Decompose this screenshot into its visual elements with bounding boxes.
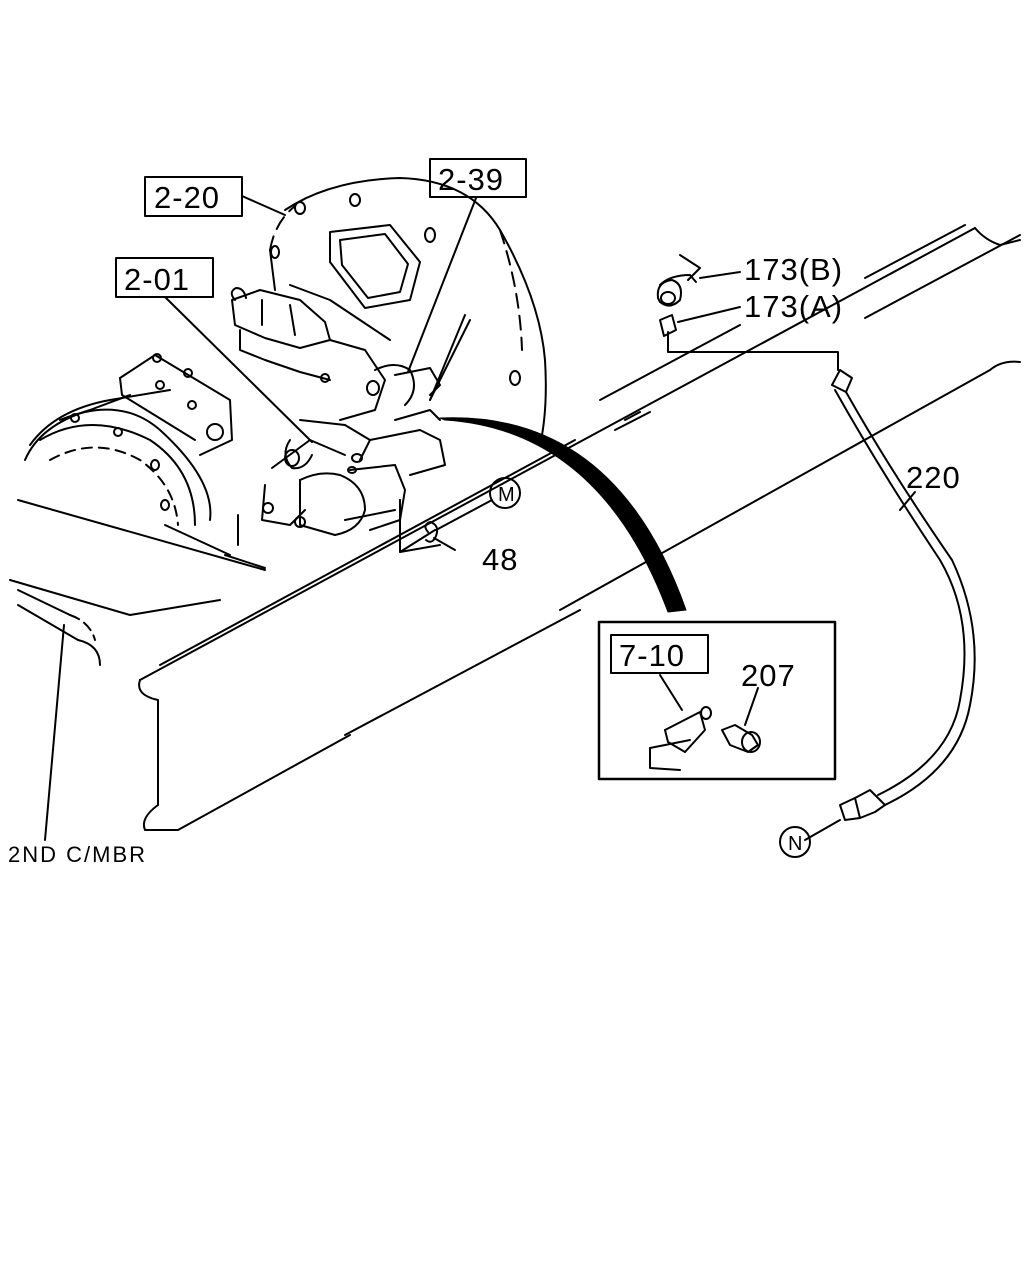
connector-circle-n xyxy=(779,826,811,858)
label-connector-m: M xyxy=(498,484,515,506)
clip-48 xyxy=(424,521,439,543)
callout-box-2-20 xyxy=(144,176,243,217)
callout-2-20: 2-20 xyxy=(154,180,220,215)
detail-box xyxy=(597,620,837,781)
callout-box-2-01 xyxy=(115,257,214,298)
bell-housing xyxy=(269,177,547,446)
callout-7-10: 7-10 xyxy=(619,638,685,673)
callout-2-39: 2-39 xyxy=(438,162,504,197)
callout-box-7-10 xyxy=(610,634,709,674)
callout-2-01: 2-01 xyxy=(124,262,190,297)
valve-assembly xyxy=(230,284,471,553)
hose-220 xyxy=(831,369,976,821)
harness-bracket xyxy=(399,499,441,553)
detail-inset xyxy=(597,620,837,781)
frame-rail xyxy=(138,224,1021,831)
wire-harness xyxy=(439,417,687,613)
fittings-173 xyxy=(656,254,839,371)
label-220: 220 xyxy=(906,460,961,495)
transmission-body xyxy=(29,353,233,556)
label-207: 207 xyxy=(741,658,796,693)
label-173b: 173(B) xyxy=(744,252,843,287)
connector-circle-m xyxy=(489,477,521,509)
label-2nd-cross-member: 2ND C/MBR xyxy=(8,842,147,867)
label-173a: 173(A) xyxy=(744,289,843,324)
cross-member xyxy=(9,394,266,666)
callout-box-2-39 xyxy=(429,158,527,198)
label-connector-n: N xyxy=(788,833,802,855)
label-48: 48 xyxy=(482,542,518,577)
leader-lines xyxy=(44,195,916,841)
